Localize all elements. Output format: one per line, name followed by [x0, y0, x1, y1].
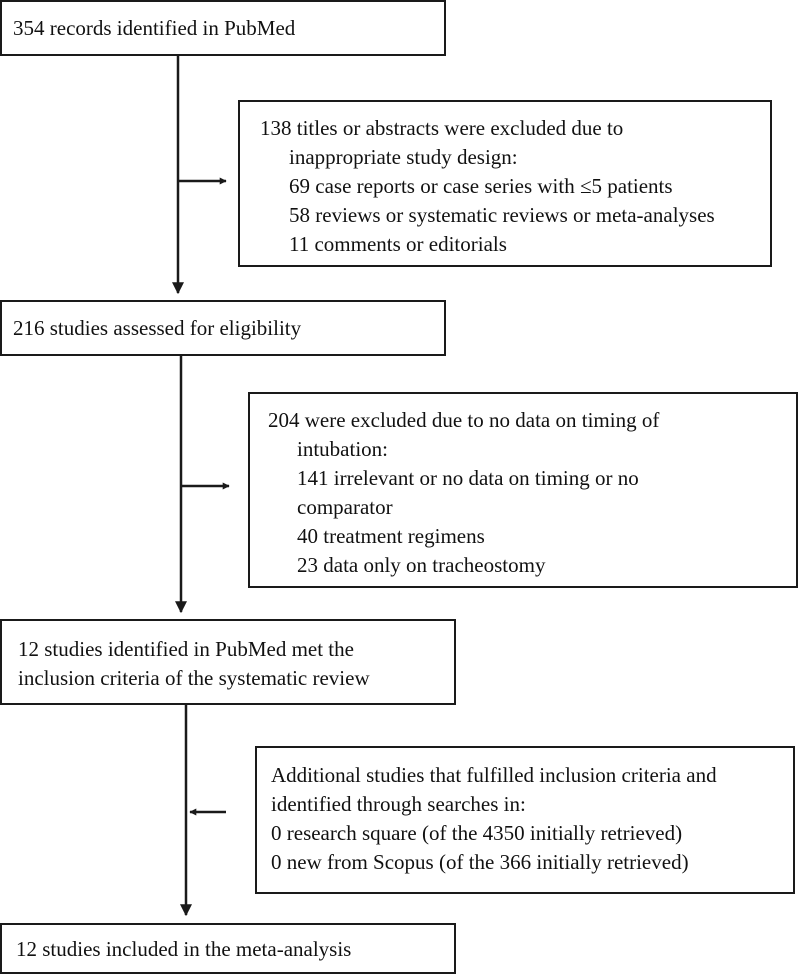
- additional-studies-box: Additional studies that fulfilled inclus…: [255, 746, 795, 894]
- exclusion-2-line-2: intubation:: [297, 437, 388, 461]
- pubmed-inclusion-line-2: inclusion criteria of the systematic rev…: [18, 666, 370, 690]
- meta-analysis-box: 12 studies included in the meta-analysis: [0, 923, 456, 974]
- exclusion-1-line-3: 69 case reports or case series with ≤5 p…: [289, 174, 673, 198]
- exclusion-1-line-1: 138 titles or abstracts were excluded du…: [260, 116, 624, 140]
- additional-line-1: Additional studies that fulfilled inclus…: [271, 763, 717, 787]
- assessed-eligibility-text: 216 studies assessed for eligibility: [13, 316, 302, 340]
- records-identified-box: 354 records identified in PubMed: [0, 0, 446, 56]
- exclusion-2-line-4: comparator: [297, 495, 393, 519]
- exclusion-2-line-1: 204 were excluded due to no data on timi…: [268, 408, 660, 432]
- additional-line-3: 0 research square (of the 4350 initially…: [271, 821, 683, 845]
- assessed-eligibility-box: 216 studies assessed for eligibility: [0, 300, 446, 356]
- exclusion-1-line-5: 11 comments or editorials: [289, 232, 507, 256]
- exclusion-2-line-3: 141 irrelevant or no data on timing or n…: [297, 466, 639, 490]
- exclusion-2-line-6: 23 data only on tracheostomy: [297, 553, 546, 577]
- additional-line-2: identified through searches in:: [271, 792, 526, 816]
- exclusion-1-line-4: 58 reviews or systematic reviews or meta…: [289, 203, 715, 227]
- exclusion-box-2: 204 were excluded due to no data on timi…: [248, 392, 798, 588]
- additional-line-4: 0 new from Scopus (of the 366 initially …: [271, 850, 689, 874]
- records-identified-text: 354 records identified in PubMed: [13, 16, 296, 40]
- exclusion-2-line-5: 40 treatment regimens: [297, 524, 485, 548]
- exclusion-1-line-2: inappropriate study design:: [289, 145, 518, 169]
- meta-analysis-text: 12 studies included in the meta-analysis: [16, 937, 352, 961]
- pubmed-inclusion-line-1: 12 studies identified in PubMed met the: [18, 637, 354, 661]
- exclusion-box-1: 138 titles or abstracts were excluded du…: [238, 100, 772, 267]
- pubmed-inclusion-box: 12 studies identified in PubMed met the …: [0, 619, 456, 705]
